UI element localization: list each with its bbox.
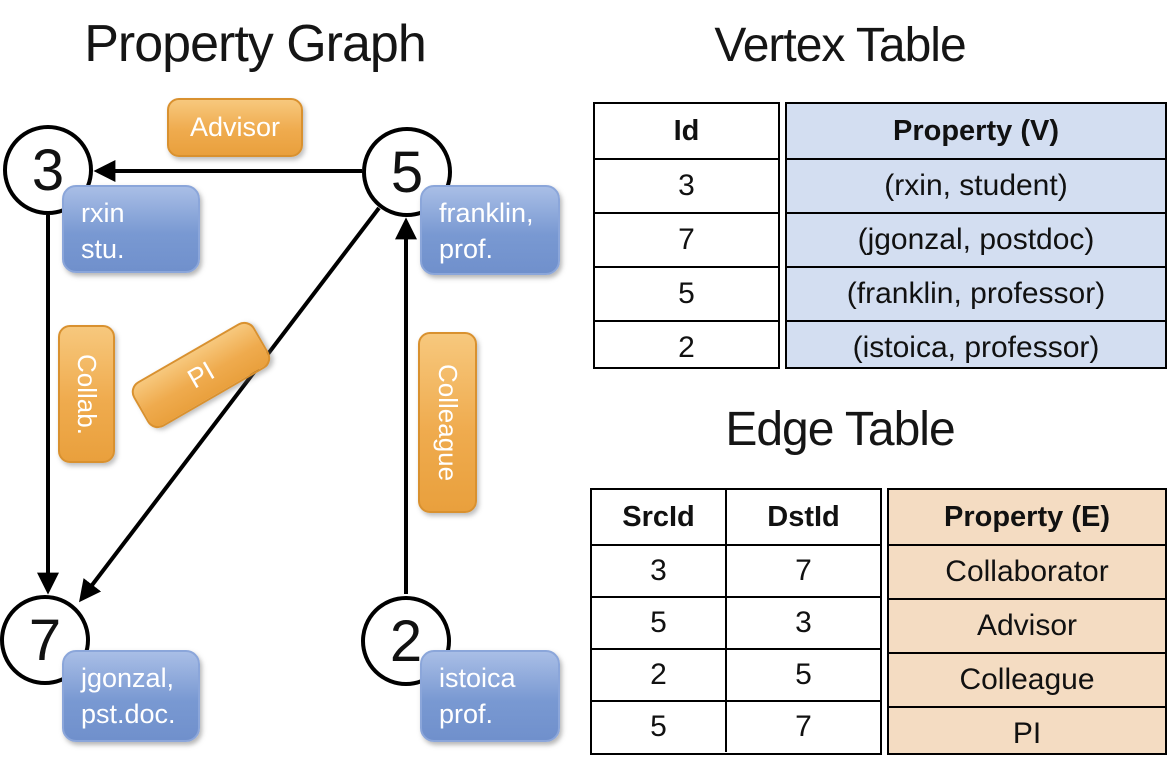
edge-table-header-property: Property (E) [944, 500, 1110, 533]
edge-table-property-column: Property (E) Collaborator Advisor Collea… [887, 488, 1167, 755]
edge-table-header-srcid: SrcId [622, 500, 695, 533]
vertex-table-cell: (jgonzal, postdoc) [787, 212, 1165, 266]
vertex-label-line: stu. [81, 234, 125, 264]
edge-table-cell: 7 [725, 700, 880, 752]
vertex-label-franklin: franklin, prof. [420, 185, 560, 275]
vertex-label-line: rxin [81, 198, 125, 228]
edge-table-cell: 7 [725, 544, 880, 596]
vertex-label-line: jgonzal, [81, 663, 175, 693]
vertex-node-2: 2 [361, 596, 451, 686]
vertex-table-header-id: Id [673, 114, 700, 147]
vertex-table-cell: 5 [595, 266, 778, 320]
edge-table-cell: 5 [725, 648, 880, 700]
vertex-label-line: pst.doc. [81, 699, 176, 729]
edge-label-advisor: Advisor [167, 98, 303, 157]
edge-table-title: Edge Table [725, 403, 955, 456]
edge-pi-arrow [79, 206, 381, 603]
vertex-label-line: prof. [439, 699, 494, 729]
edge-table-id-columns: SrcId DstId 3 7 5 3 2 5 5 7 [590, 488, 882, 755]
vertex-table-cell: 2 [595, 320, 778, 374]
vertex-table-cell: (rxin, student) [787, 158, 1165, 212]
vertex-node-5: 5 [362, 127, 452, 217]
vertex-table-cell: (franklin, professor) [787, 266, 1165, 320]
vertex-label-line: franklin, [439, 198, 534, 228]
vertex-table-id-column: Id 3 7 5 2 [593, 102, 780, 369]
property-graph-title: Property Graph [84, 15, 427, 73]
edge-label-colleague: Colleague [418, 332, 477, 513]
vertex-label-rxin: rxin stu. [62, 185, 200, 273]
vertex-table-cell: 7 [595, 212, 778, 266]
vertex-label-line: istoica [439, 663, 516, 693]
edge-table-cell: Colleague [889, 652, 1165, 706]
edge-table-cell: 5 [592, 596, 725, 648]
edge-table-cell: 2 [592, 648, 725, 700]
vertex-table-property-column: Property (V) (rxin, student) (jgonzal, p… [785, 102, 1167, 369]
edge-table-cell: PI [889, 706, 1165, 760]
vertex-table-cell: 3 [595, 158, 778, 212]
edge-table-header-dstid: DstId [725, 490, 880, 544]
vertex-label-istoica: istoica prof. [420, 650, 560, 742]
vertex-label-jgonzal: jgonzal, pst.doc. [62, 650, 200, 742]
edge-table-cell: Advisor [889, 598, 1165, 652]
edge-label-collab: Collab. [58, 325, 115, 463]
vertex-label-line: prof. [439, 234, 494, 264]
vertex-table-cell: (istoica, professor) [787, 320, 1165, 374]
vertex-table-title: Vertex Table [714, 19, 966, 72]
edge-table-cell: 5 [592, 700, 725, 752]
graph-edges-layer [37, 160, 417, 603]
vertex-table-header-property: Property (V) [893, 114, 1059, 147]
edge-table-cell: 3 [592, 544, 725, 596]
edge-table-cell: Collaborator [889, 544, 1165, 598]
edge-table-cell: 3 [725, 596, 880, 648]
